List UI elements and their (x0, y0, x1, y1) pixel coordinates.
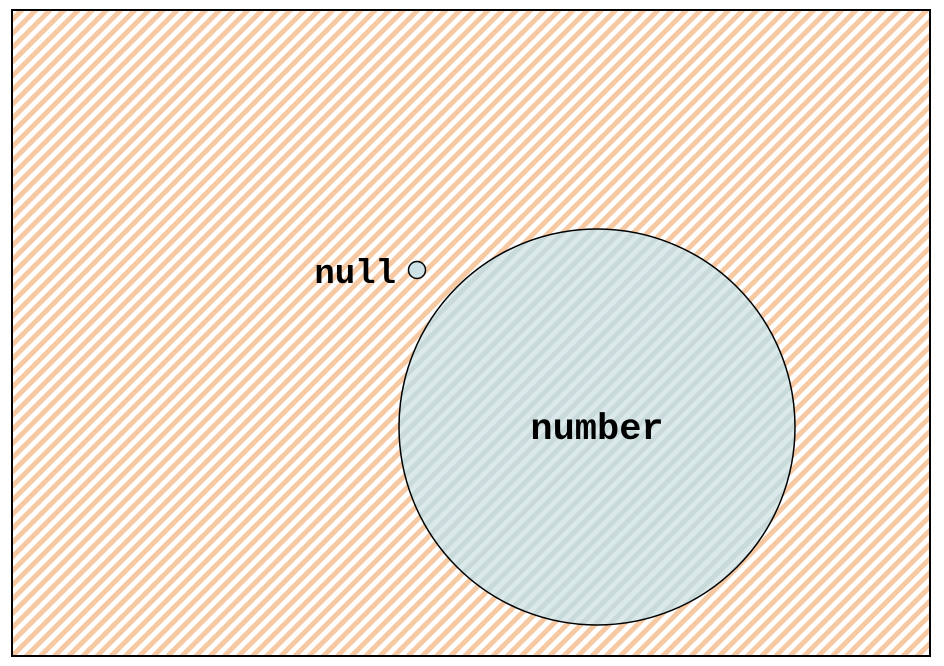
null-label: null (314, 256, 396, 294)
number-label: number (530, 409, 663, 451)
number-set-circle (398, 228, 796, 626)
null-dot (407, 260, 427, 280)
